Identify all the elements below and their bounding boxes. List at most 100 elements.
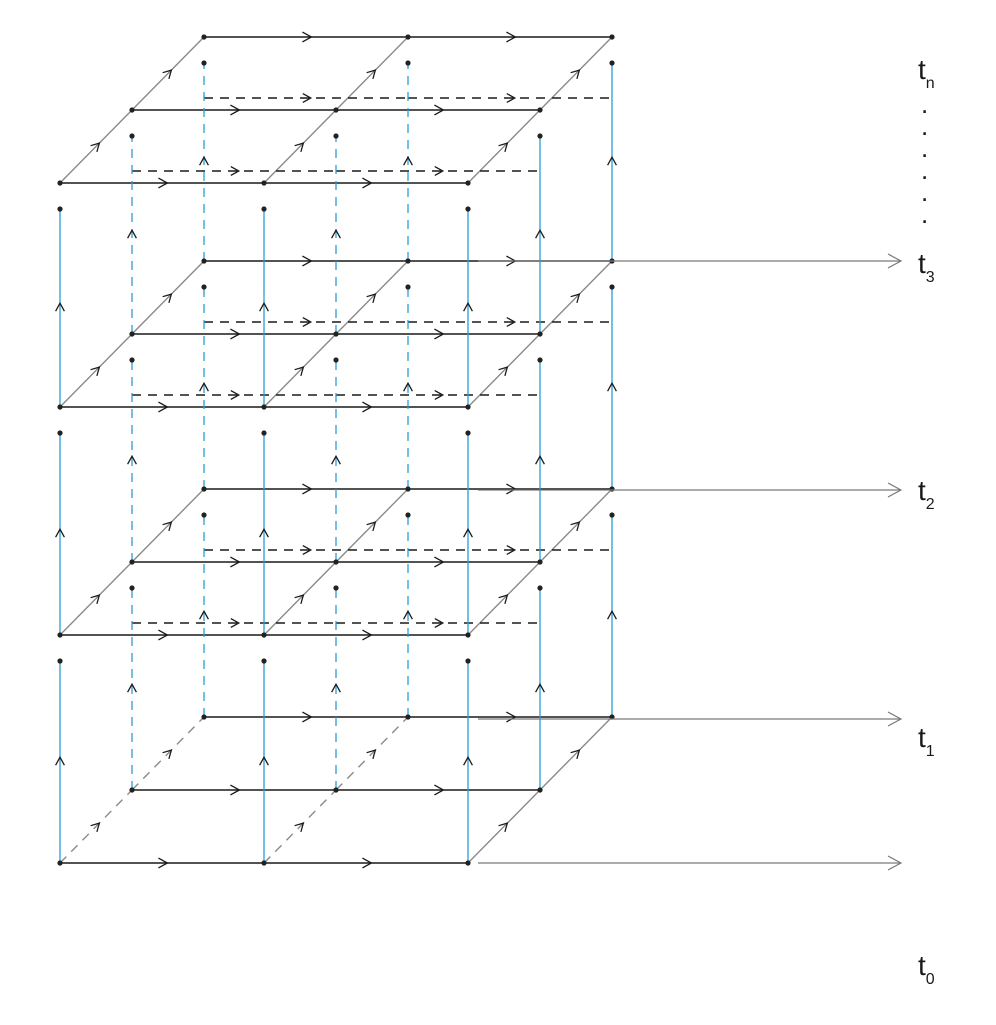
time-edge-arrow — [403, 609, 413, 620]
lattice-node — [57, 430, 63, 436]
lattice-node — [609, 34, 615, 40]
lattice-node — [261, 180, 267, 186]
lattice-node — [537, 787, 543, 793]
lattice-node — [261, 430, 267, 436]
x-edge-arrow — [434, 784, 445, 796]
time-label-t0: t0 — [918, 950, 935, 988]
depth-edge — [59, 109, 133, 184]
lattice-node — [201, 512, 207, 518]
x-edge-arrow — [230, 556, 241, 568]
lattice-node — [129, 357, 135, 363]
time-edge-arrow — [535, 454, 545, 465]
lattice-node — [201, 60, 207, 66]
depth-edge — [467, 109, 541, 184]
depth-edge-arrow — [162, 521, 173, 532]
x-edge-arrow — [434, 556, 445, 568]
time-edge-arrow — [127, 682, 137, 693]
x-edge-projected-arrow — [302, 545, 313, 555]
lattice-node — [333, 559, 339, 565]
lattice-node — [465, 860, 471, 866]
x-edge-projected-arrow — [230, 166, 241, 176]
depth-edge — [335, 488, 409, 563]
x-edge-arrow — [506, 711, 517, 723]
time-ellipsis: . . . . . . — [921, 89, 928, 229]
depth-edge — [335, 260, 409, 335]
lattice-node — [405, 486, 411, 492]
x-edge-arrow — [434, 328, 445, 340]
lattice-node — [465, 404, 471, 410]
lattice-node — [261, 404, 267, 410]
ellipsis-dot: . — [921, 111, 928, 141]
depth-edge-arrow — [90, 142, 101, 153]
x-edge-projected-arrow — [506, 545, 517, 555]
ellipsis-dot: . — [921, 177, 928, 207]
time-axis-arrowhead — [887, 253, 903, 269]
depth-edge-arrow — [90, 366, 101, 377]
time-edge-arrow — [199, 381, 209, 392]
lattice-node — [537, 133, 543, 139]
lattice-node — [465, 180, 471, 186]
x-edge-projected-arrow — [302, 317, 313, 327]
x-edge-arrow — [158, 857, 169, 869]
depth-edge-arrow — [570, 749, 581, 760]
time-label-t3: t3 — [918, 248, 935, 286]
time-edge-arrow — [463, 527, 473, 538]
lattice-node — [465, 632, 471, 638]
lattice-node — [57, 180, 63, 186]
lattice-node — [261, 658, 267, 664]
ellipsis-dot: . — [921, 199, 928, 229]
lattice-node — [405, 34, 411, 40]
lattice-node — [201, 258, 207, 264]
time-edge-arrow — [463, 755, 473, 766]
x-edge-arrow — [302, 711, 313, 723]
time-edge-arrow — [127, 228, 137, 239]
depth-edge — [467, 561, 541, 636]
depth-edge-arrow — [498, 366, 509, 377]
time-edge-arrow — [55, 527, 65, 538]
x-edge-arrow — [362, 177, 373, 189]
lattice-node — [57, 206, 63, 212]
lattice-node — [57, 658, 63, 664]
depth-edge-arrow — [366, 749, 377, 760]
lattice-node — [201, 486, 207, 492]
x-edge-projected-arrow — [230, 618, 241, 628]
depth-edge — [59, 789, 133, 864]
lattice-node — [129, 559, 135, 565]
lattice-arrows — [55, 31, 617, 869]
time-axis-arrowhead — [887, 855, 903, 871]
depth-edge-arrow — [90, 822, 101, 833]
time-edge-arrow — [535, 228, 545, 239]
lattice-node — [405, 512, 411, 518]
depth-edge-arrow — [162, 749, 173, 760]
depth-edge-arrow — [294, 822, 305, 833]
x-edge-arrow — [158, 401, 169, 413]
depth-edge-arrow — [90, 594, 101, 605]
x-edge-projected-arrow — [434, 390, 445, 400]
lattice-node — [129, 585, 135, 591]
ellipsis-dot: . — [921, 155, 928, 185]
depth-edge-arrow — [294, 594, 305, 605]
lattice-node — [609, 512, 615, 518]
depth-edge-arrow — [570, 521, 581, 532]
x-edge-arrow — [302, 483, 313, 495]
time-edge-arrow — [55, 755, 65, 766]
x-edge-arrow — [230, 104, 241, 116]
x-edge-arrow — [230, 784, 241, 796]
lattice-node — [57, 860, 63, 866]
lattice-node — [129, 107, 135, 113]
time-edge-arrow — [55, 301, 65, 312]
x-edge-arrow — [158, 629, 169, 641]
x-edge-projected-arrow — [230, 390, 241, 400]
depth-edge — [539, 488, 613, 563]
x-edge-projected-arrow — [434, 618, 445, 628]
time-edge-arrow — [199, 155, 209, 166]
time-edge-arrow — [607, 381, 617, 392]
lattice-node — [465, 430, 471, 436]
time-edge-arrow — [607, 155, 617, 166]
depth-edge-arrow — [366, 293, 377, 304]
lattice-node — [333, 585, 339, 591]
lattice-node — [129, 331, 135, 337]
time-label-t1: t1 — [918, 722, 935, 760]
lattice-node — [129, 787, 135, 793]
depth-edge-arrow — [366, 521, 377, 532]
